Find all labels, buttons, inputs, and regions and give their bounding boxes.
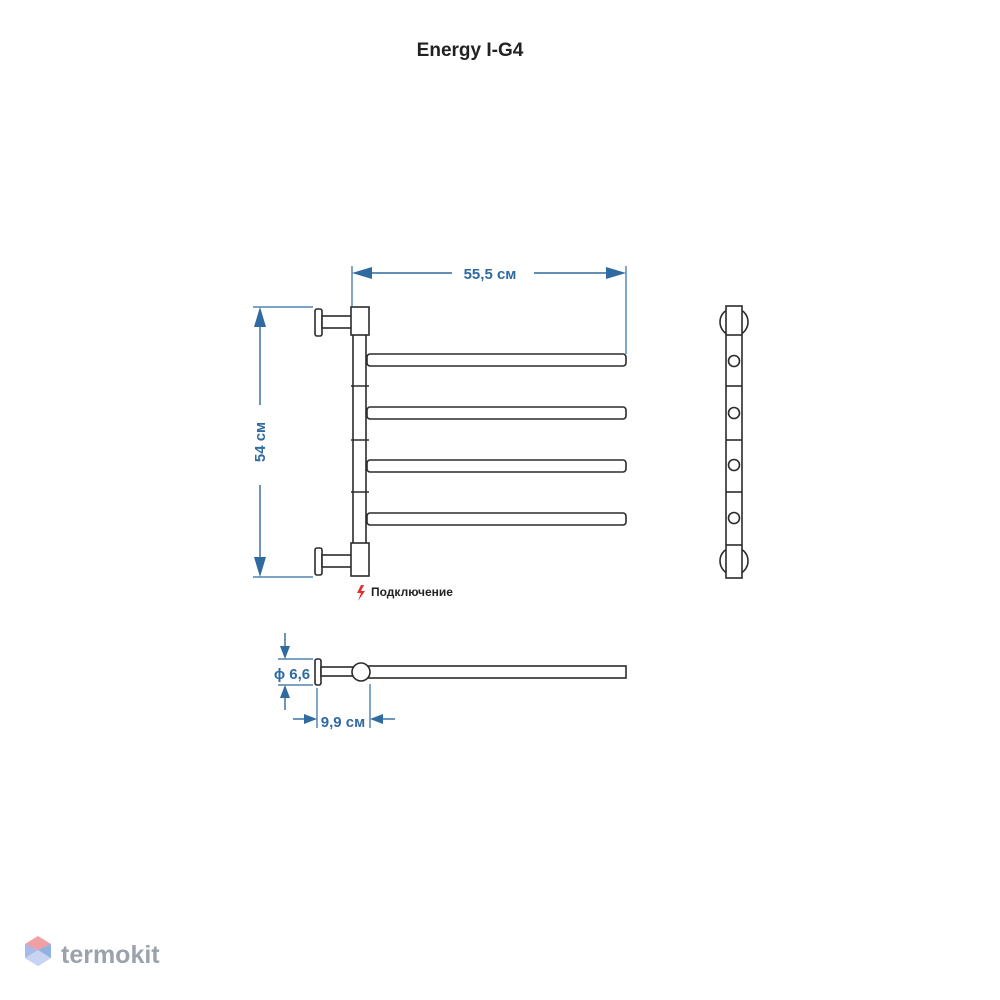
- bottom-block: [350, 542, 370, 577]
- front-view: [314, 306, 627, 577]
- brand-name: termokit: [61, 941, 160, 969]
- top-view-wall-flange: [314, 658, 322, 686]
- height-dimension: 54 см: [252, 306, 313, 578]
- vertical-riser: [352, 333, 367, 545]
- diameter-dimension: ϕ 6,6: [274, 633, 313, 710]
- top-wall-mount: [314, 308, 353, 337]
- towel-bar-4: [366, 512, 627, 526]
- brand-logo: termokit: [25, 936, 160, 969]
- riser-joints: [351, 385, 369, 493]
- side-riser: [725, 305, 743, 579]
- width-dimension: 55,5 см: [351, 266, 627, 354]
- side-bar-end-3: [727, 458, 741, 472]
- top-block: [350, 306, 370, 336]
- top-view-bar: [361, 665, 627, 679]
- top-view-riser: [351, 662, 371, 682]
- brand-cube-icon: [25, 936, 51, 966]
- towel-bar-1: [366, 353, 627, 367]
- side-bar-end-1: [727, 354, 741, 368]
- width-label: 55,5 см: [464, 266, 517, 283]
- lightning-icon: [357, 585, 365, 601]
- top-view: [314, 658, 627, 686]
- side-view: [719, 305, 749, 579]
- depth-label: 9,9 см: [321, 714, 365, 731]
- diameter-label: ϕ 6,6: [274, 666, 310, 683]
- height-label: 54 см: [252, 422, 269, 462]
- connection-label: Подключение: [371, 585, 453, 599]
- connection-note: Подключение: [357, 585, 453, 601]
- side-bar-end-2: [727, 406, 741, 420]
- bottom-wall-mount: [314, 547, 353, 576]
- depth-dimension: 9,9 см: [293, 684, 395, 731]
- product-title: Energy I-G4: [417, 40, 524, 61]
- towel-bar-2: [366, 406, 627, 420]
- top-view-bracket: [320, 666, 356, 677]
- side-bar-end-4: [727, 511, 741, 525]
- towel-bar-3: [366, 459, 627, 473]
